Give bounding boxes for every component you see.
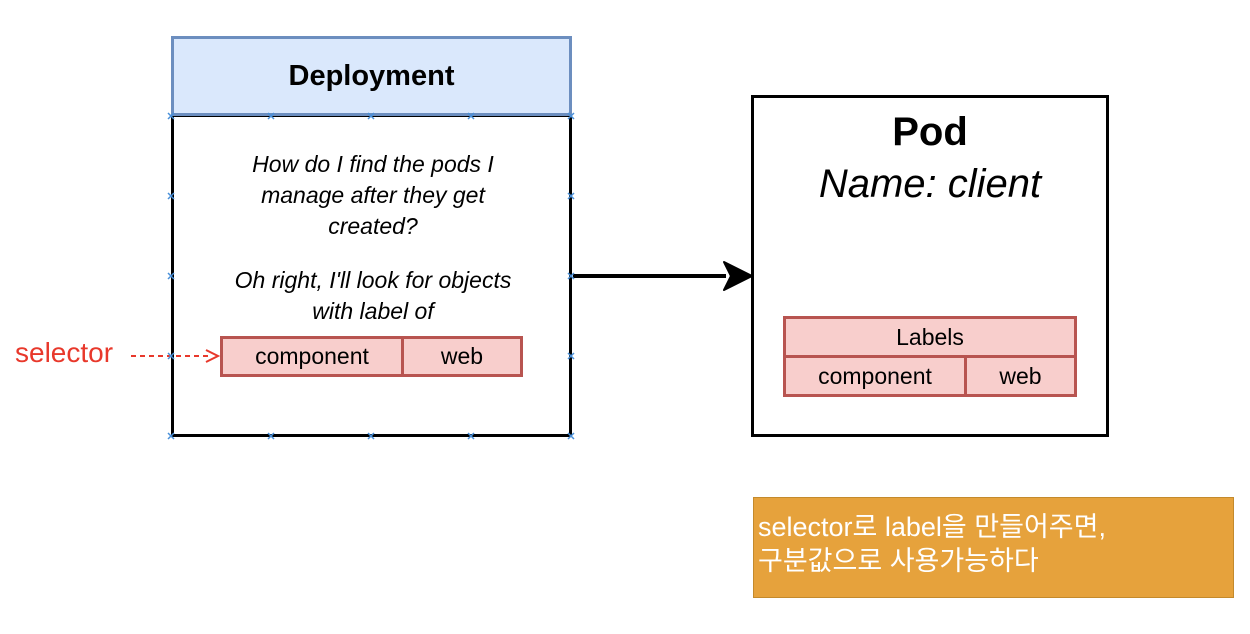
pod-label-value-cell[interactable]: web	[964, 355, 1077, 397]
connection-points	[167, 112, 575, 440]
pod-label-value: web	[999, 362, 1042, 389]
selector-key: component	[255, 343, 369, 369]
selector-arrow[interactable]	[131, 349, 221, 363]
pod-label-key-cell[interactable]: component	[783, 355, 967, 397]
deployment-body[interactable]	[171, 114, 572, 437]
pod-labels-header: Labels	[896, 323, 964, 350]
selector-annotation: selector	[15, 337, 114, 368]
pod-title: Pod	[892, 110, 968, 154]
pod-name: Name: client	[818, 162, 1042, 206]
selector-value-cell[interactable]: web	[401, 336, 523, 377]
deployment-title: Deployment	[288, 59, 455, 92]
note-line-1: selector로 label을 만들어주면,	[758, 512, 1106, 542]
pod-label-key: component	[818, 362, 932, 389]
deployment-answer: Oh right, I'll look for objects with lab…	[234, 267, 512, 324]
deployment-question: How do I find the pods I manage after th…	[252, 151, 494, 239]
korean-note[interactable]: selector로 label을 만들어주면, 구분값으로 사용가능하다	[753, 497, 1234, 598]
selector-value: web	[440, 343, 484, 369]
deployment-header[interactable]: Deployment	[171, 36, 572, 116]
deployment-to-pod-arrow[interactable]	[573, 261, 753, 291]
note-line-2: 구분값으로 사용가능하다	[758, 546, 1039, 576]
